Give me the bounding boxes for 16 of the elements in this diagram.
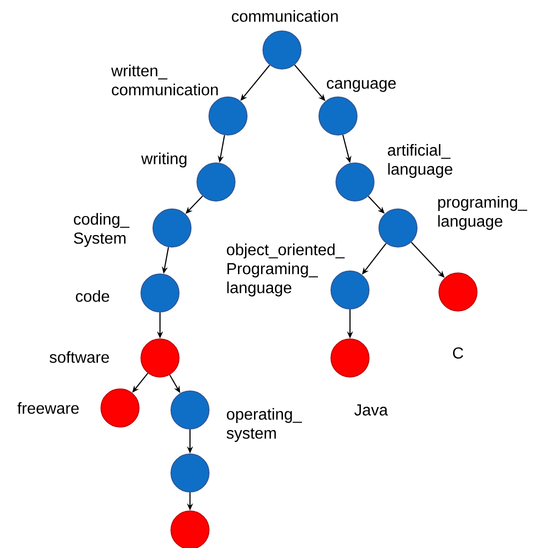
node-label: canguage bbox=[326, 80, 396, 92]
circle-node bbox=[170, 510, 210, 548]
node-label: coding_ System bbox=[74, 213, 130, 247]
node-label: object_oriented_ Programing_ language bbox=[226, 244, 345, 296]
node-label: writing bbox=[141, 152, 186, 168]
node-label: C bbox=[453, 347, 464, 359]
node-label: communication bbox=[232, 10, 338, 22]
node-label: code bbox=[76, 290, 110, 302]
node-label: software bbox=[50, 351, 109, 363]
node-label: programing_ language bbox=[438, 196, 528, 230]
node-label: Java bbox=[354, 404, 388, 416]
circle-node bbox=[170, 454, 210, 492]
node-label: operating_ system bbox=[226, 408, 302, 442]
node-label: artificial_ language bbox=[388, 144, 452, 178]
node-label: freeware bbox=[17, 402, 79, 414]
node-label: written_ communication bbox=[111, 64, 218, 96]
